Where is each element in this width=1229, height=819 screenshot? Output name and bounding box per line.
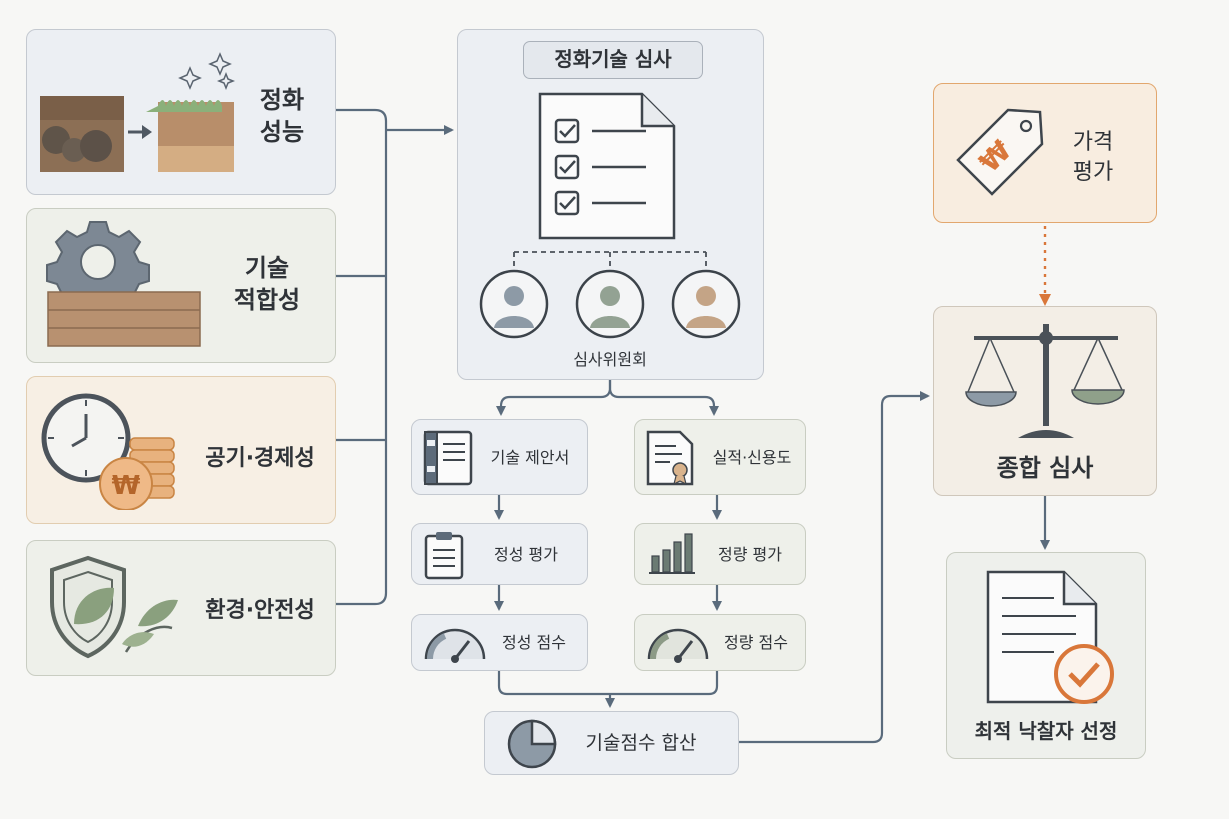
split-to-proposal-arrow [496,380,612,416]
winner-document-icon [986,570,1114,704]
member-icon-1 [479,269,549,339]
gear-soil-icon [46,221,201,347]
tech-review-title: 정화기술 심사 [523,41,703,79]
binder-icon [423,430,473,486]
tech-score-sum-label: 기술점수 합산 [585,732,697,754]
clipboard-icon [424,532,464,580]
shield-leaf-icon [50,555,178,659]
member-icon-3 [671,269,741,339]
committee-label: 심사위원회 [573,350,647,369]
merge-to-sum-arrow [497,671,719,706]
qualitative-eval-label: 정성 평가 [494,545,558,564]
won-coin-icon: ₩ [112,471,141,501]
price-eval-label: 가격 평가 [1072,130,1114,185]
final-selection-label: 최적 낙찰자 선정 [974,719,1118,743]
schedule-economy-label: 공기·경제성 [205,446,315,471]
sum-to-overall-arrow [739,391,930,744]
committee-members-icon [479,251,741,339]
environment-safety-label: 환경·안전성 [205,598,315,623]
member-icon-2 [575,269,645,339]
pie-chart-icon [507,719,557,769]
balance-scale-icon [965,324,1125,438]
record-credit-label: 실적·신용도 [712,448,792,467]
bar-chart-icon [649,533,695,574]
tech-fit-label: 기술 적합성 [233,254,301,315]
price-tag-icon: ₩ [956,108,1044,196]
checklist-document-icon [538,92,676,240]
clock-coin-icon: ₩ [41,393,175,510]
quantitative-score-label: 정량 점수 [724,633,788,652]
split-to-record-arrow [608,380,719,416]
gauge-icon-quantitative [647,628,709,663]
overall-review-label: 종합 심사 [996,454,1094,482]
certificate-icon [646,430,694,486]
purification-label: 정화 성능 [259,86,305,147]
factor-line-purification [336,108,388,606]
gauge-icon-qualitative [424,628,486,663]
soil-purification-icon [40,52,236,172]
proposal-label: 기술 제안서 [490,448,570,467]
qualitative-score-label: 정성 점수 [502,633,566,652]
quantitative-eval-label: 정량 평가 [718,545,782,564]
